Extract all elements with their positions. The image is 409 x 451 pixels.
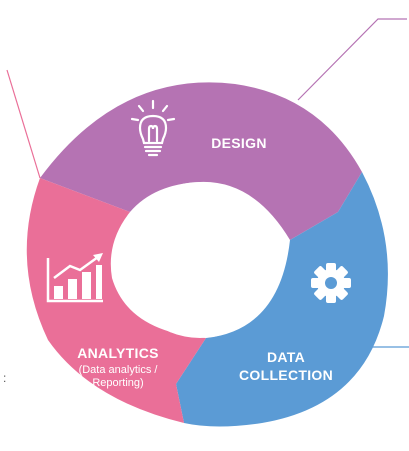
analytics-sub-line1: (Data analytics / xyxy=(79,364,159,376)
bar-chart-growth-icon xyxy=(46,253,103,303)
lightbulb-icon xyxy=(130,99,176,157)
segment-design[interactable] xyxy=(40,82,362,241)
gear-icon xyxy=(311,263,351,303)
leader-line-analytics xyxy=(6,69,41,179)
analytics-sub-line2: Reporting) xyxy=(92,377,143,389)
data-collection-label-line2: COLLECTION xyxy=(239,367,333,383)
segment-data-collection[interactable] xyxy=(176,172,388,427)
edge-glyph: : xyxy=(3,371,6,385)
segment-analytics[interactable] xyxy=(26,178,206,423)
data-collection-label-line1: DATA xyxy=(267,349,305,365)
leader-line-design xyxy=(297,18,407,101)
design-label: DESIGN xyxy=(211,135,266,151)
center-hole xyxy=(122,182,278,338)
analytics-label: ANALYTICS xyxy=(77,345,159,361)
